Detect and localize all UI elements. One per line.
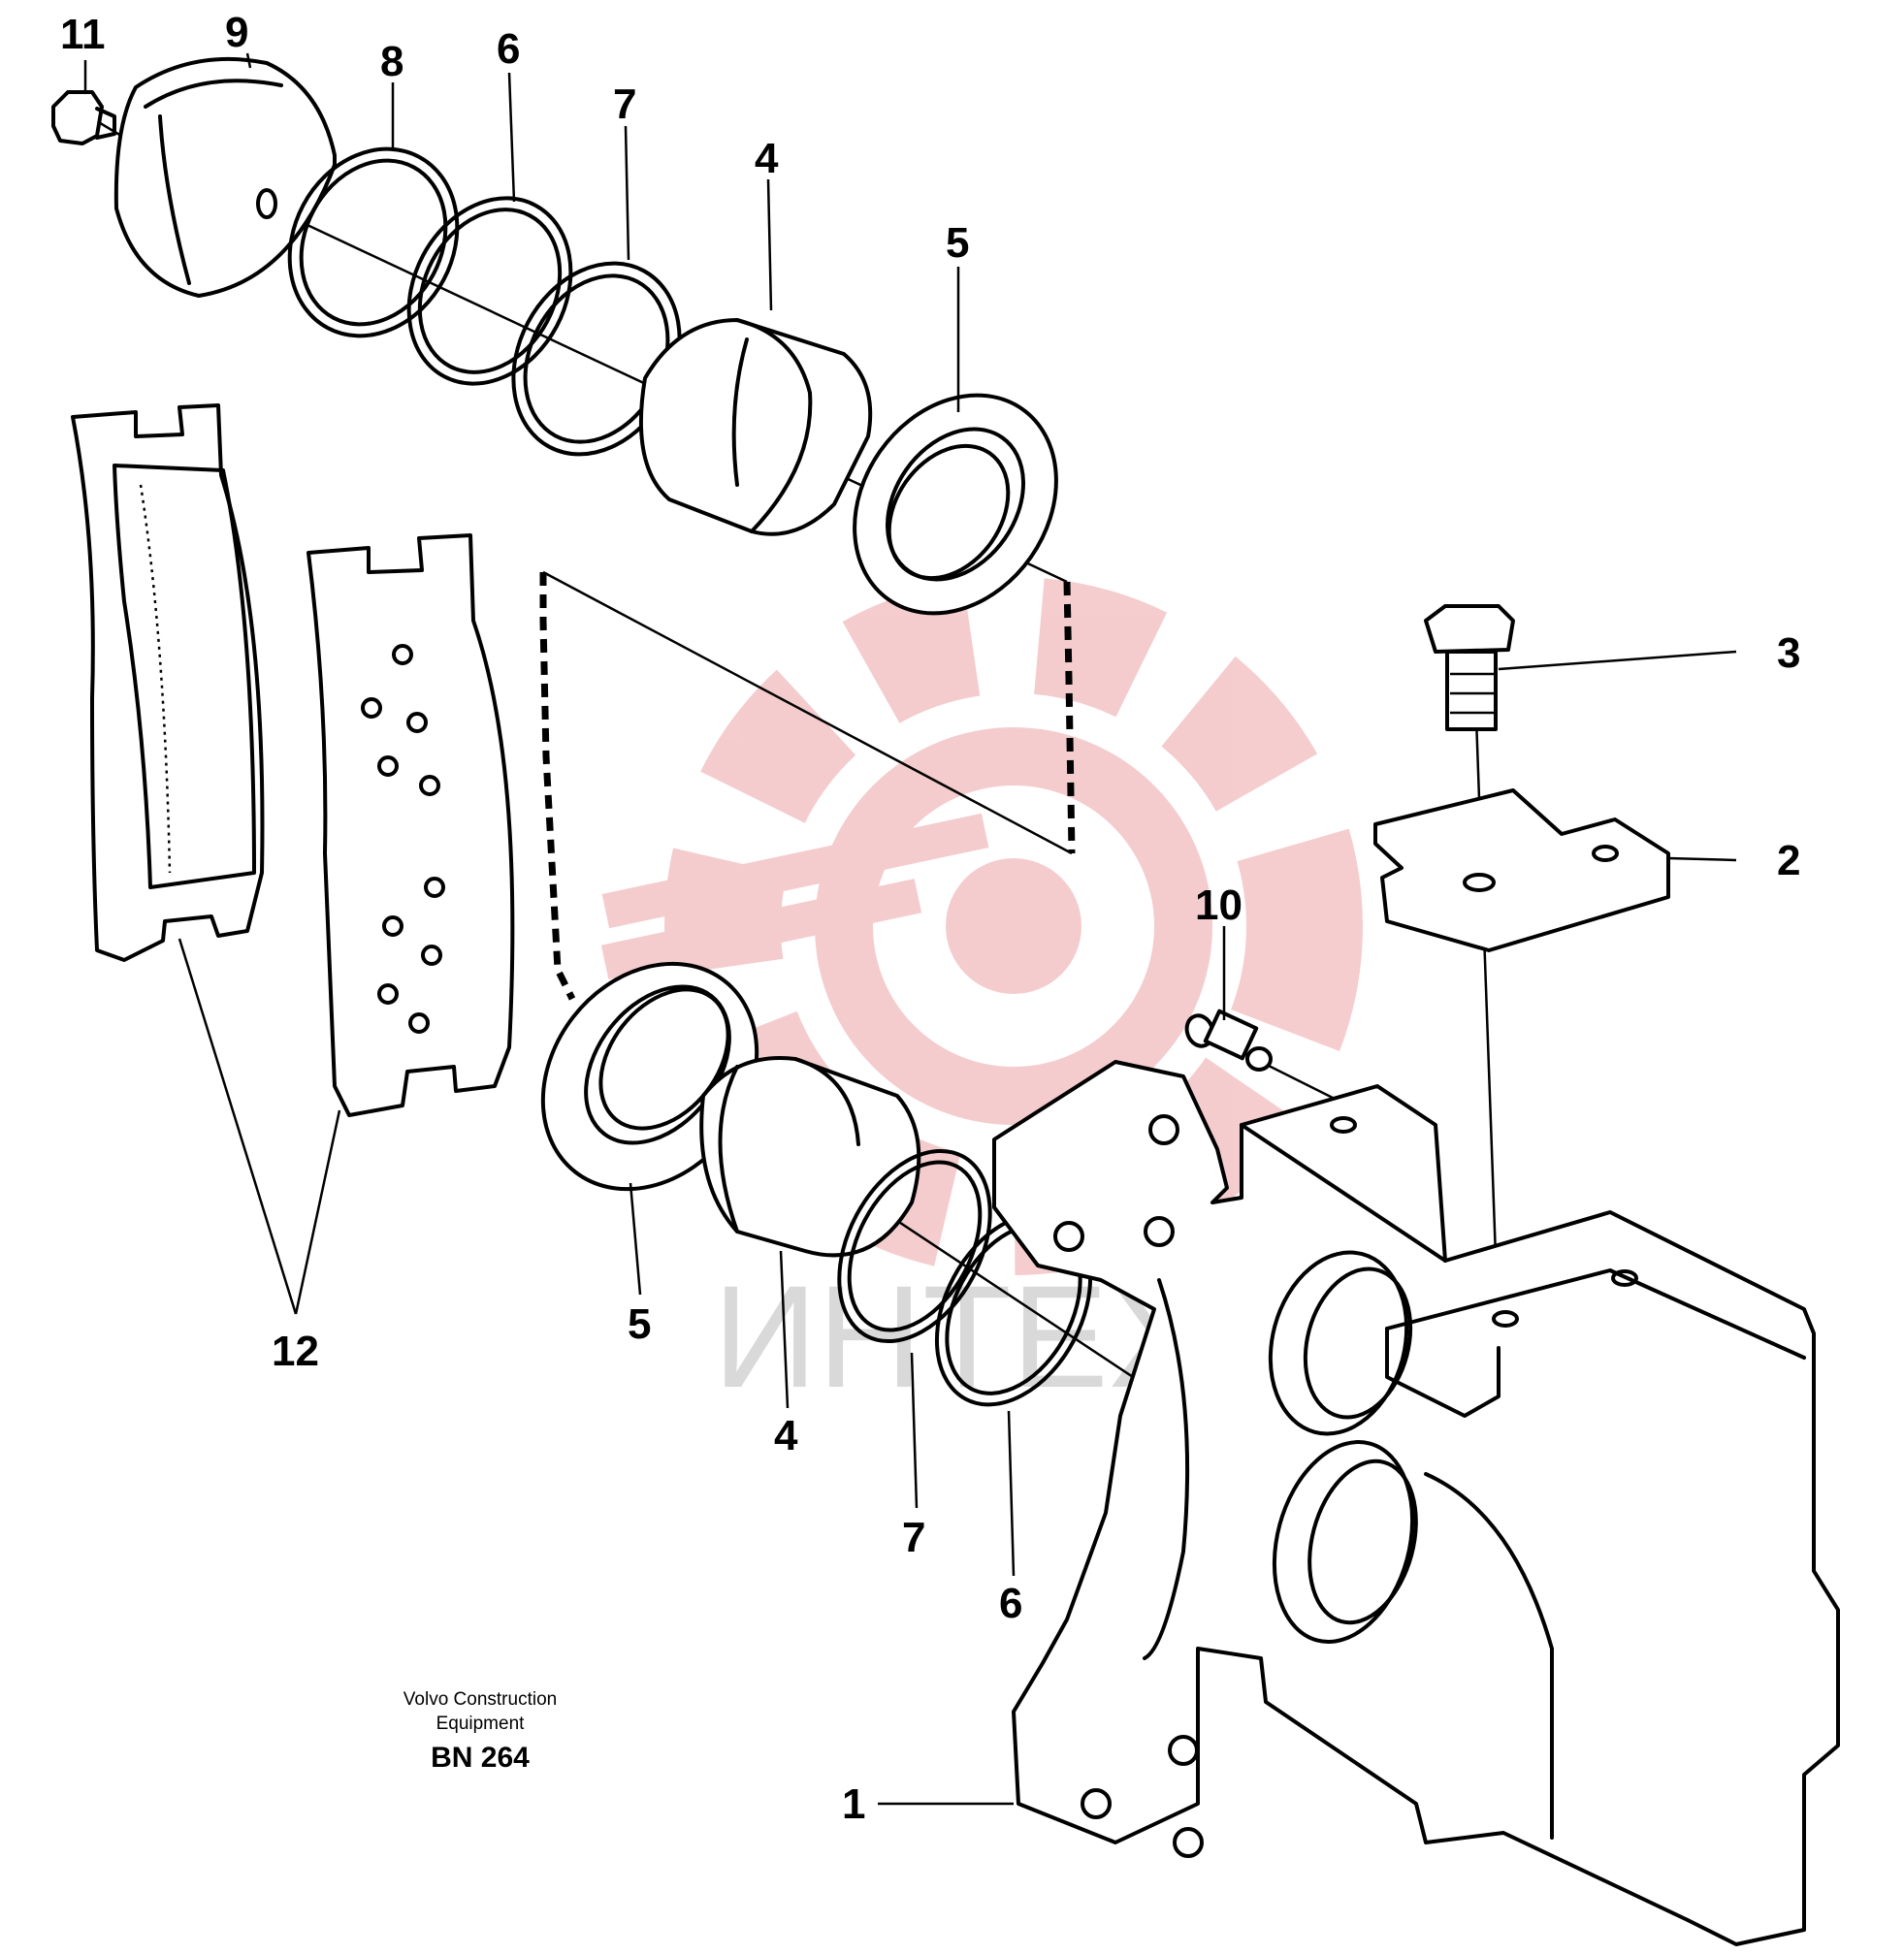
- part-9-cap: [113, 56, 337, 298]
- part-12-pad-left: [71, 403, 265, 962]
- part-4-piston-lower: [699, 1056, 921, 1258]
- callout-5-lower: 5: [628, 1300, 651, 1348]
- part-10-nipple: [1184, 1009, 1273, 1072]
- part-8-ring: [287, 146, 460, 338]
- watermark-gear-logo: [600, 577, 1363, 1275]
- callout-5-upper: 5: [946, 219, 969, 267]
- callout-labels: 11 9 8 6 7 4 5 3 2 10 12 5 4 7 6 1: [60, 9, 1800, 1828]
- part-1-caliper-housing: [992, 1060, 1840, 1946]
- watermark-bar-bottom: [600, 879, 922, 979]
- part-11-plug: [51, 90, 116, 145]
- callout-3: 3: [1777, 629, 1800, 677]
- part-7-ring-lower: [837, 1148, 992, 1344]
- callout-10: 10: [1195, 881, 1242, 929]
- leader-lines: [83, 52, 1737, 1806]
- part-2-plate: [1373, 788, 1670, 952]
- watermark-gear-center: [946, 858, 1081, 994]
- callout-6-upper: 6: [497, 25, 520, 73]
- part-4-piston-upper: [638, 318, 873, 536]
- callout-11: 11: [60, 11, 106, 58]
- part-12-pad-right: [307, 533, 515, 1117]
- callout-8: 8: [380, 38, 403, 85]
- callout-7-upper: 7: [613, 80, 636, 128]
- part-5-seal-upper: [853, 393, 1058, 616]
- callout-7-lower: 7: [902, 1514, 925, 1561]
- watermark-bar-top: [601, 813, 989, 929]
- callout-12: 12: [272, 1328, 319, 1375]
- caption-line-1: Volvo Construction: [403, 1689, 558, 1710]
- axis-line-plug: [96, 119, 122, 138]
- part-3-bolt: [1424, 604, 1515, 731]
- callout-4-lower: 4: [774, 1412, 798, 1459]
- caption-line-2: Equipment: [436, 1714, 525, 1734]
- dashed-housing-outline: [539, 570, 1076, 1001]
- callout-2: 2: [1777, 837, 1800, 884]
- part-6-ring-upper: [406, 196, 573, 386]
- drawing-code: BN 264: [431, 1742, 530, 1774]
- callout-1: 1: [842, 1780, 865, 1828]
- callout-4-upper: 4: [755, 135, 779, 182]
- callout-9: 9: [225, 9, 248, 56]
- manufacturer-caption: Volvo Construction Equipment BN 264: [359, 1687, 601, 1775]
- callout-6-lower: 6: [999, 1580, 1022, 1627]
